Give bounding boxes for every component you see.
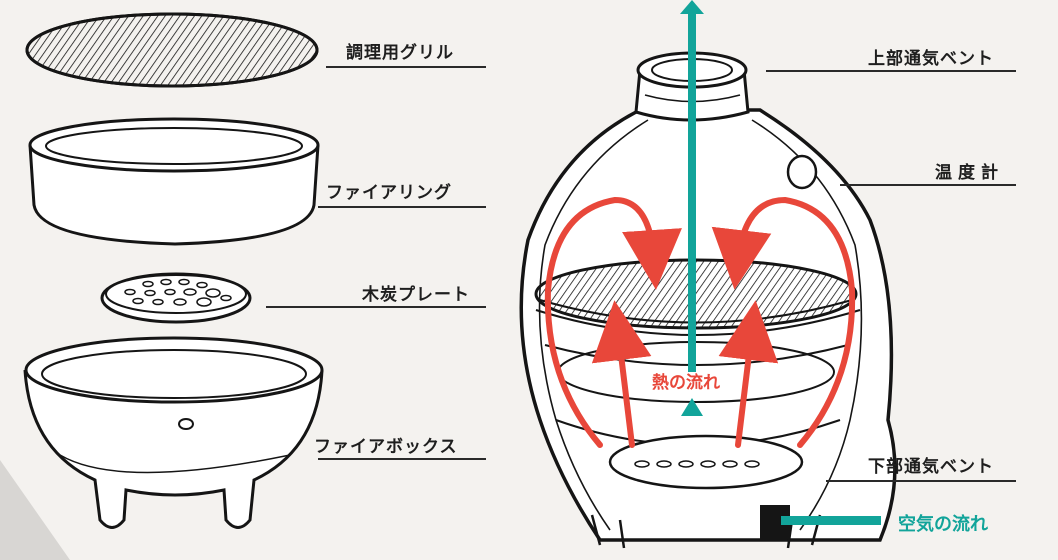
fire-ring-label: ファイアリング	[326, 183, 452, 203]
grill-rule	[326, 66, 486, 68]
firebox-label: ファイアボックス	[314, 437, 458, 457]
top-vent-rule	[766, 70, 1016, 72]
heat-flow-arrows	[544, 196, 856, 448]
heat-flow-label: 熱の流れ	[652, 373, 720, 393]
charcoal-plate-rule	[266, 306, 486, 308]
cooking-grill-part	[25, 12, 319, 88]
air-flow-arrow	[680, 0, 881, 525]
grill-label: 調理用グリル	[346, 43, 454, 63]
fire-ring-part	[28, 117, 320, 246]
firebox-rule	[318, 458, 486, 460]
thermometer-label: 温度計	[935, 163, 1004, 183]
charcoal-plate-part	[100, 272, 252, 324]
fire-ring-rule	[318, 206, 486, 208]
kamado-body	[519, 51, 897, 549]
thermometer-rule	[840, 184, 1016, 186]
firebox-part	[23, 336, 324, 529]
paper-corner-shadow	[0, 460, 70, 560]
charcoal-plate-label: 木炭プレート	[362, 285, 470, 305]
top-vent-label: 上部通気ベント	[868, 49, 994, 69]
bottom-vent-label: 下部通気ベント	[868, 457, 994, 477]
bottom-vent-rule	[826, 480, 1016, 482]
air-flow-label: 空気の流れ	[898, 514, 988, 535]
